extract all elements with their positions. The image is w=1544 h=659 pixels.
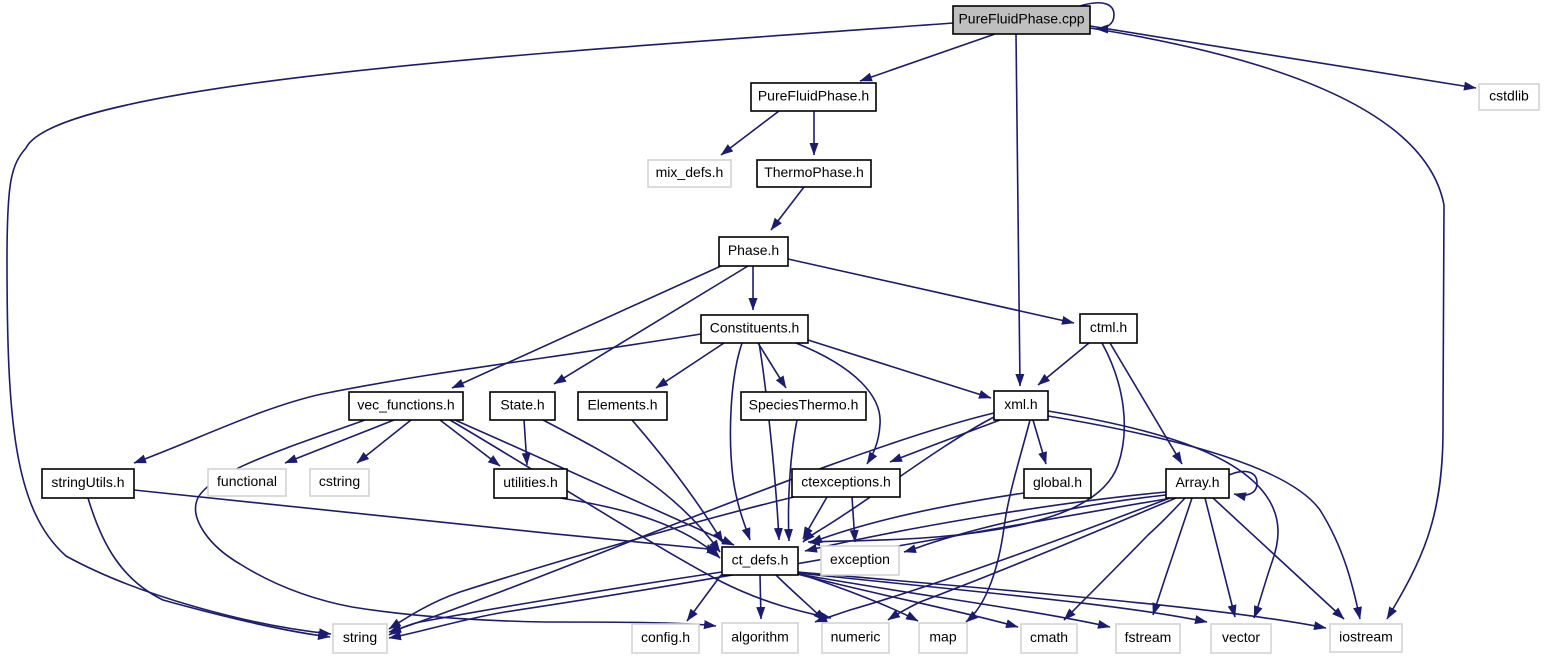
svg-text:global.h: global.h	[1033, 474, 1082, 490]
svg-text:cstring: cstring	[319, 473, 360, 489]
svg-text:ct_defs.h: ct_defs.h	[732, 552, 789, 568]
svg-text:ctml.h: ctml.h	[1090, 319, 1127, 335]
svg-text:algorithm: algorithm	[731, 629, 789, 645]
svg-text:stringUtils.h: stringUtils.h	[51, 474, 124, 490]
svg-text:Array.h: Array.h	[1175, 474, 1219, 490]
svg-text:map: map	[929, 629, 956, 645]
svg-text:utilities.h: utilities.h	[503, 474, 557, 490]
svg-text:iostream: iostream	[1339, 629, 1393, 645]
svg-text:mix_defs.h: mix_defs.h	[656, 164, 724, 180]
svg-text:State.h: State.h	[500, 397, 544, 413]
svg-text:cmath: cmath	[1030, 629, 1068, 645]
svg-text:SpeciesThermo.h: SpeciesThermo.h	[749, 397, 859, 413]
svg-text:Elements.h: Elements.h	[587, 397, 657, 413]
svg-text:PureFluidPhase.cpp: PureFluidPhase.cpp	[958, 11, 1084, 27]
svg-text:exception: exception	[830, 551, 890, 567]
svg-text:vector: vector	[1222, 629, 1260, 645]
svg-text:PureFluidPhase.h: PureFluidPhase.h	[758, 88, 869, 104]
svg-text:functional: functional	[217, 473, 277, 489]
svg-text:ctexceptions.h: ctexceptions.h	[801, 474, 891, 490]
svg-text:vec_functions.h: vec_functions.h	[357, 397, 454, 413]
svg-text:numeric: numeric	[831, 629, 881, 645]
svg-text:fstream: fstream	[1125, 629, 1172, 645]
svg-text:string: string	[343, 629, 377, 645]
svg-text:Constituents.h: Constituents.h	[710, 320, 800, 336]
svg-text:config.h: config.h	[641, 629, 690, 645]
svg-text:cstdlib: cstdlib	[1489, 88, 1529, 104]
svg-text:ThermoPhase.h: ThermoPhase.h	[764, 164, 864, 180]
svg-text:Phase.h: Phase.h	[728, 242, 779, 258]
svg-text:xml.h: xml.h	[1004, 396, 1037, 412]
